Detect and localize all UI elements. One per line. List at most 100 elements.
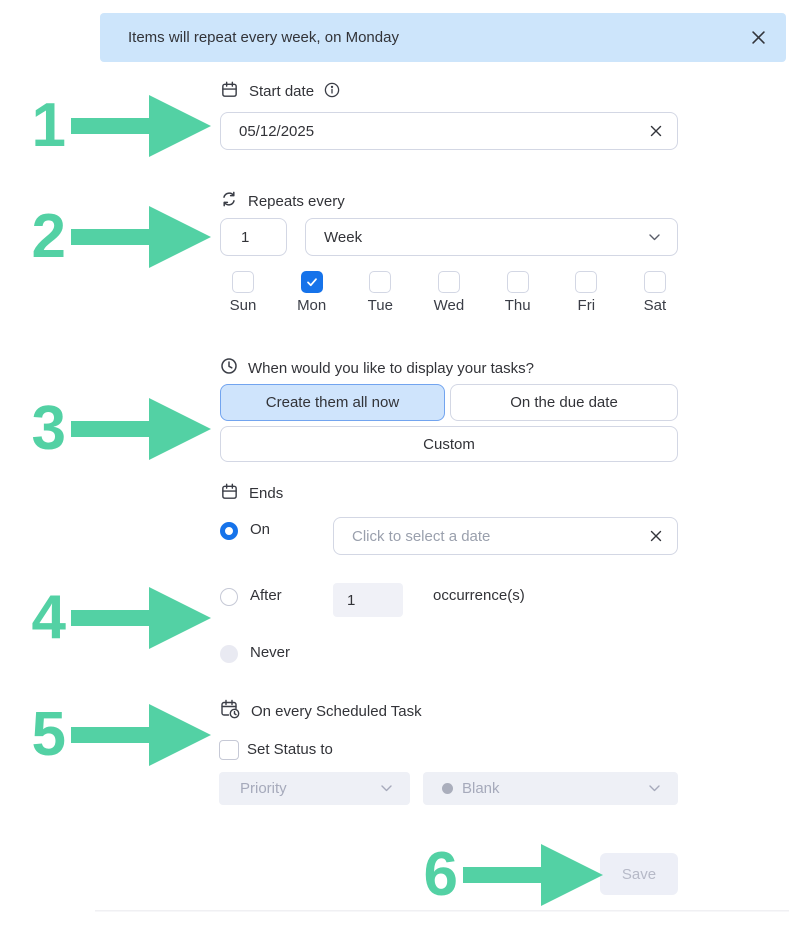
occurrences-value: 1 xyxy=(347,591,356,609)
option-custom[interactable]: Custom xyxy=(220,426,678,462)
annotation-arrow-6: 6 xyxy=(412,843,603,907)
display-tasks-section-label: When would you like to display your task… xyxy=(220,357,534,379)
arrow-head-icon xyxy=(541,844,603,906)
annotation-arrow-1: 1 xyxy=(20,94,211,158)
annotation-number: 2 xyxy=(31,202,66,271)
interval-value: 1 xyxy=(241,228,250,246)
day-option-fri[interactable]: Fri xyxy=(563,271,609,314)
calendar-clock-icon xyxy=(219,698,241,724)
occurrences-suffix: occurrence(s) xyxy=(433,587,525,604)
day-label: Fri xyxy=(577,297,596,314)
unit-value: Week xyxy=(324,228,363,246)
day-label: Tue xyxy=(367,297,393,314)
annotation-number: 5 xyxy=(31,700,66,769)
ends-label: Ends xyxy=(249,485,284,502)
ends-section-label: Ends xyxy=(220,482,283,505)
display-tasks-label: When would you like to display your task… xyxy=(248,359,534,377)
day-checkbox-tue[interactable] xyxy=(369,271,392,293)
scheduled-task-section-label: On every Scheduled Task xyxy=(219,698,422,724)
arrow-shaft xyxy=(71,610,149,626)
day-checkbox-sat[interactable] xyxy=(643,271,666,293)
ends-never-label: Never xyxy=(250,644,291,661)
day-checkbox-thu[interactable] xyxy=(506,271,529,293)
status-column-dropdown: Priority xyxy=(219,772,410,805)
arrow-shaft xyxy=(71,118,149,134)
day-label: Sun xyxy=(229,297,257,314)
option-create-them-all-now[interactable]: Create them all now xyxy=(220,384,445,421)
day-option-thu[interactable]: Thu xyxy=(495,271,541,314)
day-checkbox-mon[interactable] xyxy=(300,271,323,293)
arrow-shaft xyxy=(463,867,541,883)
annotation-number: 4 xyxy=(31,583,66,652)
option-label: Custom xyxy=(423,435,475,453)
day-checkbox-sun[interactable] xyxy=(232,271,254,293)
arrow-head-icon xyxy=(149,206,211,268)
close-icon[interactable] xyxy=(748,27,768,47)
start-date-value: 05/12/2025 xyxy=(239,122,315,140)
dialog-bottom-edge xyxy=(95,910,789,912)
arrow-head-icon xyxy=(149,587,211,649)
annotation-number: 1 xyxy=(31,91,66,160)
status-column-value: Priority xyxy=(240,780,287,797)
option-on-the-due-date[interactable]: On the due date xyxy=(450,384,678,421)
unit-select[interactable]: Week xyxy=(305,218,678,256)
occurrences-input[interactable]: 1 xyxy=(333,583,403,617)
end-date-input[interactable]: Click to select a date xyxy=(333,517,678,555)
day-label: Thu xyxy=(504,297,531,314)
day-label: Sat xyxy=(643,297,667,314)
day-option-mon[interactable]: Mon xyxy=(289,271,335,314)
radio-ends-after[interactable] xyxy=(220,588,238,606)
start-date-section-label: Start date xyxy=(220,80,340,103)
clear-end-date-icon[interactable] xyxy=(650,530,677,542)
chevron-down-icon xyxy=(649,785,678,792)
start-date-label: Start date xyxy=(249,83,315,100)
set-status-checkbox[interactable] xyxy=(219,740,239,760)
day-checkbox-wed[interactable] xyxy=(437,271,460,293)
status-value-dropdown: Blank xyxy=(423,772,678,805)
annotation-arrow-4: 4 xyxy=(20,586,211,650)
save-label: Save xyxy=(621,865,657,883)
day-label: Wed xyxy=(433,297,465,314)
weekday-selector: Sun Mon Tue Wed Thu Fri Sat xyxy=(220,271,678,314)
interval-input[interactable]: 1 xyxy=(220,218,287,256)
arrow-shaft xyxy=(71,727,149,743)
day-checkbox-fri[interactable] xyxy=(575,271,598,293)
annotation-number: 6 xyxy=(423,840,458,909)
chevron-down-icon xyxy=(649,233,677,241)
arrow-shaft xyxy=(71,229,149,245)
info-icon[interactable] xyxy=(324,82,340,102)
set-status-label: Set Status to xyxy=(247,741,333,758)
clock-icon xyxy=(220,357,238,379)
info-banner: Items will repeat every week, on Monday xyxy=(100,13,786,62)
day-label: Mon xyxy=(297,297,327,314)
annotation-arrow-3: 3 xyxy=(20,397,211,461)
arrow-head-icon xyxy=(149,95,211,157)
option-label: Create them all now xyxy=(265,394,400,411)
day-option-sun[interactable]: Sun xyxy=(220,271,266,314)
blank-status-dot xyxy=(442,783,453,794)
arrow-head-icon xyxy=(149,398,211,460)
radio-ends-on[interactable] xyxy=(220,522,238,540)
annotation-arrow-5: 5 xyxy=(20,703,211,767)
repeats-section-label: Repeats every xyxy=(220,190,345,212)
scheduled-task-label: On every Scheduled Task xyxy=(251,702,422,720)
status-value: Blank xyxy=(462,780,500,797)
chevron-down-icon xyxy=(381,785,410,792)
day-option-wed[interactable]: Wed xyxy=(426,271,472,314)
calendar-icon xyxy=(220,80,239,103)
repeat-icon xyxy=(220,190,238,212)
annotation-arrow-2: 2 xyxy=(20,205,211,269)
banner-message: Items will repeat every week, on Monday xyxy=(128,29,399,46)
radio-ends-never xyxy=(220,645,238,663)
start-date-input[interactable]: 05/12/2025 xyxy=(220,112,678,150)
option-label: On the due date xyxy=(510,394,618,411)
day-option-tue[interactable]: Tue xyxy=(357,271,403,314)
day-option-sat[interactable]: Sat xyxy=(632,271,678,314)
save-button[interactable]: Save xyxy=(600,853,678,895)
ends-on-label: On xyxy=(250,521,271,538)
annotation-number: 3 xyxy=(31,394,66,463)
clear-date-icon[interactable] xyxy=(650,125,677,137)
arrow-shaft xyxy=(71,421,149,437)
ends-after-label: After xyxy=(250,587,282,604)
